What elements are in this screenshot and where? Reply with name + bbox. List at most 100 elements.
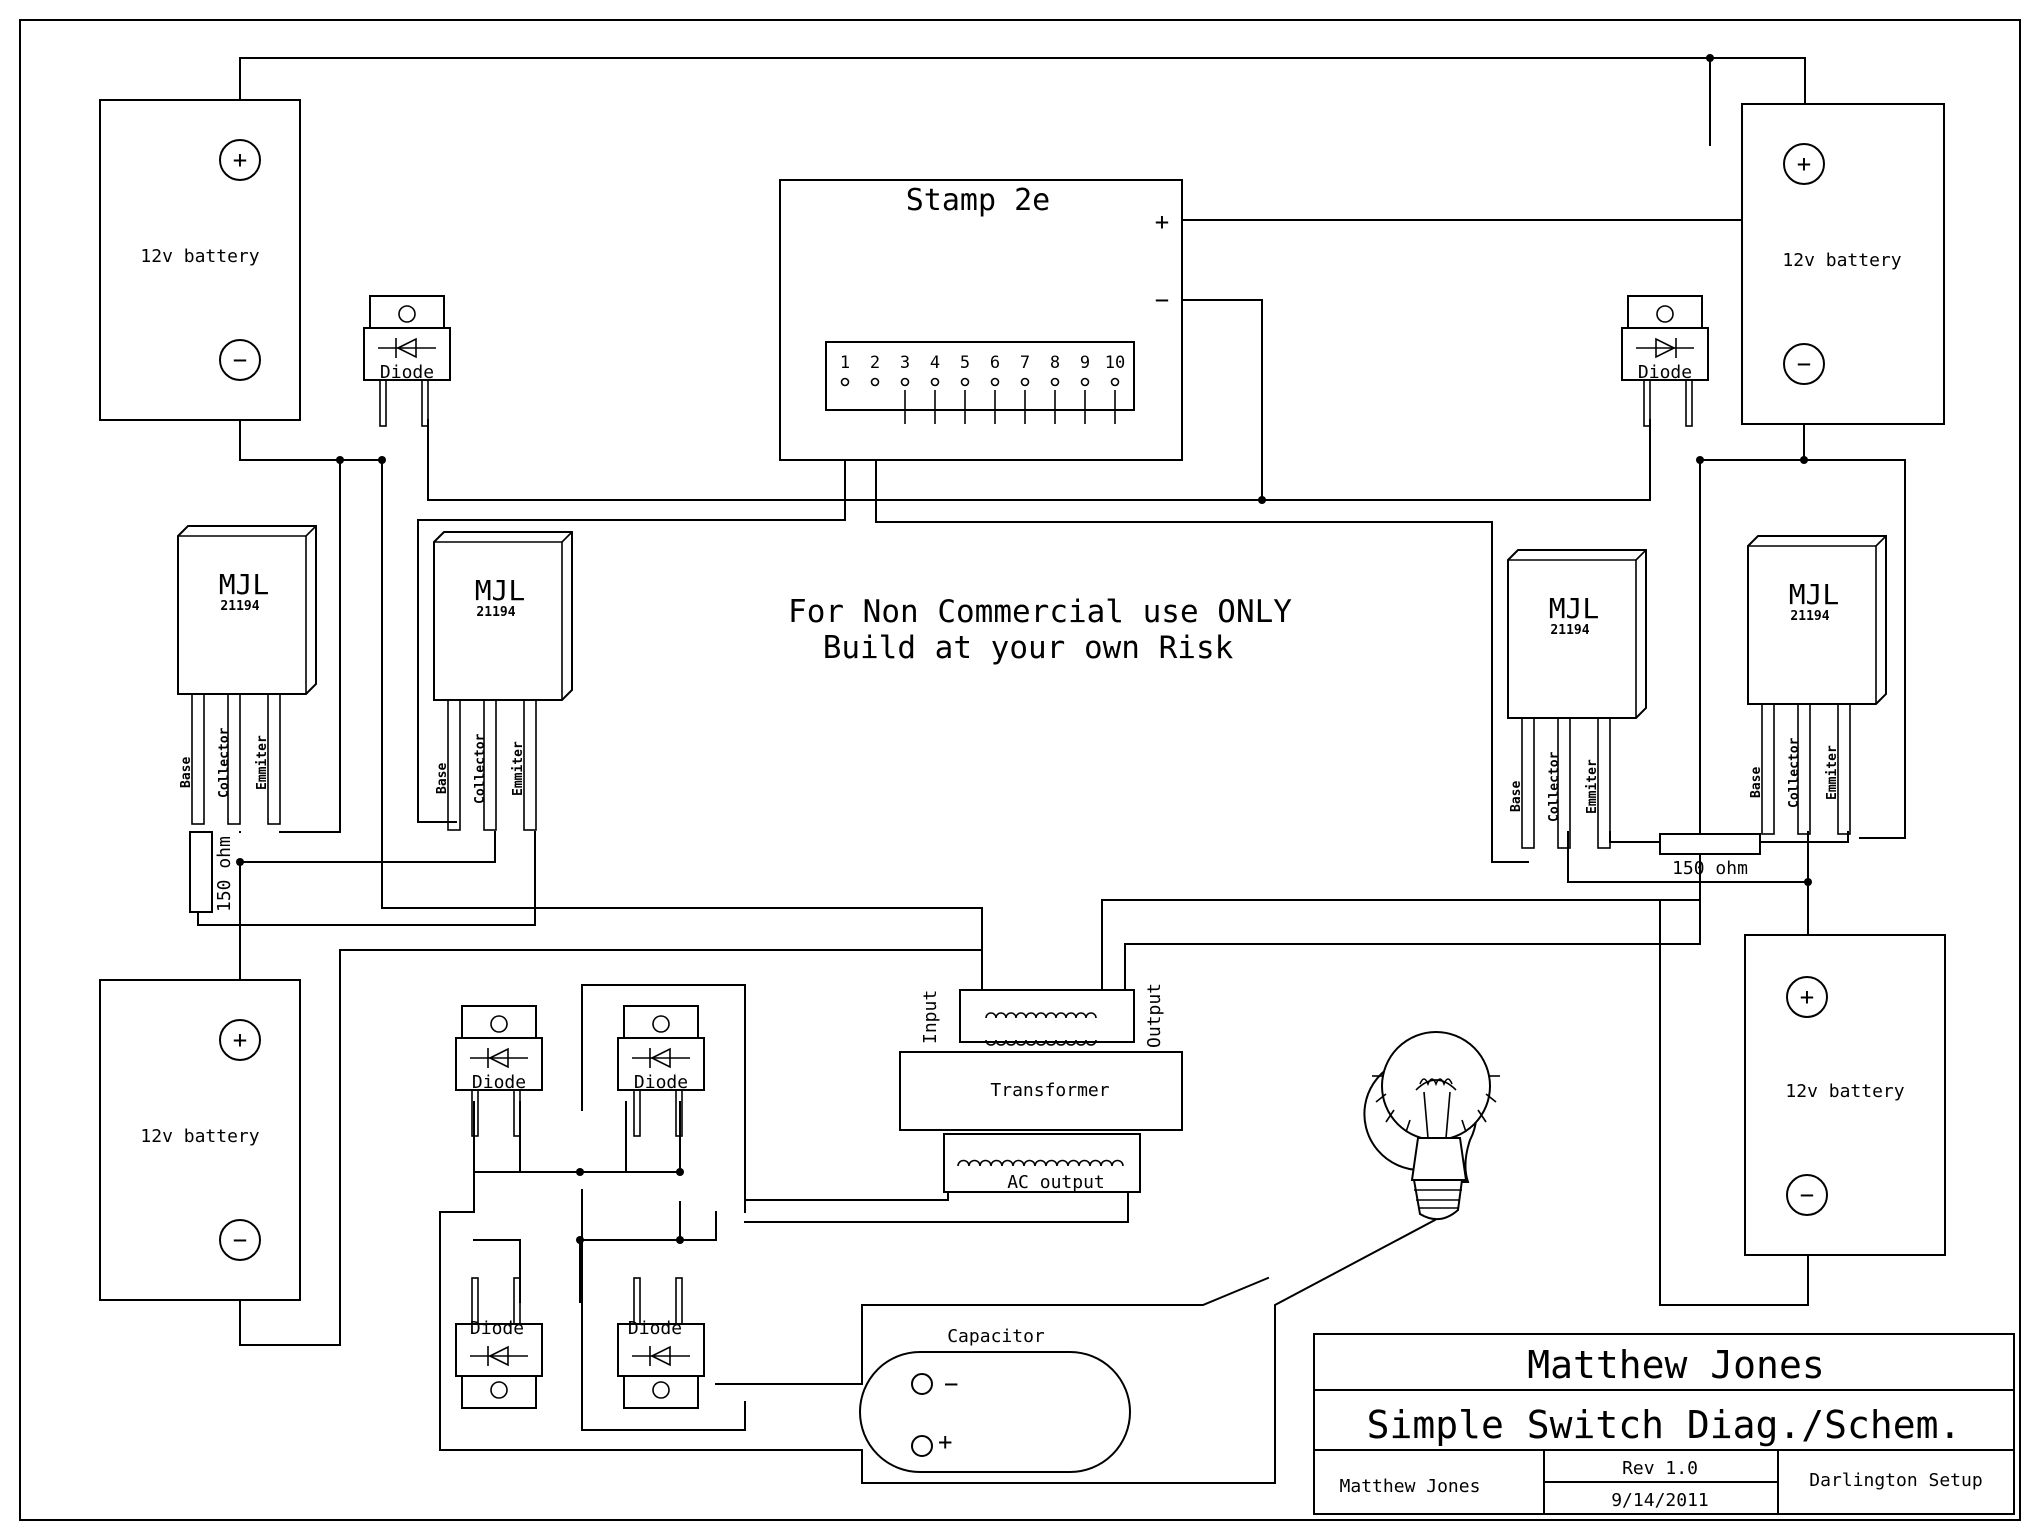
transistor-part: 21194 xyxy=(220,599,259,614)
svg-text:−: − xyxy=(233,1226,247,1254)
resistor-label: 150 ohm xyxy=(1672,858,1748,879)
stamp-pin-number: 4 xyxy=(930,353,940,373)
stamp-pin-number: 9 xyxy=(1080,353,1090,373)
transistor-name: MJL xyxy=(475,574,526,607)
transistor-3: MJL 21194 Base Collector Emmiter xyxy=(1507,549,1647,849)
battery-bottom-right: 12v battery + − xyxy=(1744,934,1946,1256)
collector-label: Collector xyxy=(473,733,488,804)
transistor-part: 21194 xyxy=(1790,609,1829,624)
emitter-label: Emmiter xyxy=(1825,745,1840,800)
input-label: Input xyxy=(920,990,941,1044)
emitter-label: Emmiter xyxy=(255,735,270,790)
diode-top-right: Diode xyxy=(1621,295,1709,427)
title-author: Matthew Jones xyxy=(1527,1343,1824,1387)
bridge-diode-1: Diode xyxy=(455,1005,543,1137)
capacitor-minus-terminal-icon xyxy=(911,1373,933,1395)
emitter-label: Emmiter xyxy=(1585,759,1600,814)
emitter-label: Emmiter xyxy=(511,741,526,796)
diode-label: Diode xyxy=(634,1072,688,1093)
transistor-name: MJL xyxy=(219,568,270,601)
revision-date: 9/14/2011 xyxy=(1611,1490,1709,1511)
stamp-pin xyxy=(840,377,850,387)
minus-terminal-icon xyxy=(1783,343,1825,385)
plus-terminal-icon xyxy=(219,139,261,181)
battery-top-right: 12v battery + − xyxy=(1740,102,1946,426)
transistor-name: MJL xyxy=(1549,592,1600,625)
plus-terminal-icon xyxy=(219,1019,261,1061)
transistor-2: MJL 21194 Base Collector Emmiter xyxy=(433,531,573,831)
plus-terminal-icon xyxy=(1783,143,1825,185)
bridge-diode-2: Diode xyxy=(617,1005,705,1137)
svg-text:−: − xyxy=(1797,350,1811,378)
capacitor-plus-terminal-icon xyxy=(911,1435,933,1457)
light-bulb-icon xyxy=(1363,1031,1500,1221)
minus-terminal-icon xyxy=(219,339,261,381)
notice-line-1: For Non Commercial use ONLY xyxy=(788,594,1292,630)
stamp-title: Stamp 2e xyxy=(906,183,1051,218)
svg-text:+: + xyxy=(1800,983,1814,1011)
capacitor-label: Capacitor xyxy=(947,1326,1045,1347)
transistor-part: 21194 xyxy=(476,605,515,620)
base-label: Base xyxy=(179,757,194,788)
transformer-label: Transformer xyxy=(990,1080,1109,1101)
transformer: Transformer Input Output AC output xyxy=(899,983,1183,1193)
setup-name: Darlington Setup xyxy=(1809,1470,1982,1491)
stamp-pin-number: 3 xyxy=(900,353,910,373)
diode-label: Diode xyxy=(1638,362,1692,383)
capacitor-plus-label: + xyxy=(938,1428,952,1456)
battery-top-left: 12v battery + − xyxy=(99,99,301,421)
base-label: Base xyxy=(1509,781,1524,812)
battery-label: 12v battery xyxy=(1782,250,1901,271)
stamp-pin xyxy=(1050,377,1060,387)
primary-coil-icon xyxy=(985,1012,1097,1046)
capacitor: Capacitor − + xyxy=(859,1326,1131,1473)
stamp-pin-number: 1 xyxy=(840,353,850,373)
capacitor-minus-label: − xyxy=(944,1370,958,1398)
notice: For Non Commercial use ONLY Build at you… xyxy=(788,594,1292,666)
resistor-left: 150 ohm xyxy=(189,831,235,913)
revision: Rev 1.0 xyxy=(1622,1458,1698,1479)
collector-label: Collector xyxy=(1787,737,1802,808)
battery-bottom-left: 12v battery + − xyxy=(99,979,301,1301)
diode-label: Diode xyxy=(472,1072,526,1093)
stamp-pin xyxy=(930,377,940,387)
stamp-pin xyxy=(1110,377,1120,387)
diode-label: Diode xyxy=(380,362,434,383)
svg-text:−: − xyxy=(1800,1181,1814,1209)
diode-top-left: Diode xyxy=(363,295,451,427)
stamp-pin-number: 6 xyxy=(990,353,1000,373)
stamp-plus-label: + xyxy=(1155,208,1169,236)
secondary-coil-icon xyxy=(957,1159,1124,1167)
svg-text:−: − xyxy=(233,346,247,374)
base-label: Base xyxy=(1749,767,1764,798)
plus-terminal-icon xyxy=(1786,976,1828,1018)
stamp-pin xyxy=(1080,377,1090,387)
output-label: Output xyxy=(1144,983,1165,1048)
battery-label: 12v battery xyxy=(1785,1081,1904,1102)
bridge-diode-4 xyxy=(617,1277,705,1409)
stamp-pin xyxy=(1020,377,1030,387)
stamp-pin xyxy=(870,377,880,387)
base-label: Base xyxy=(435,763,450,794)
stamp-pin-number: 5 xyxy=(960,353,970,373)
resistor-label: 150 ohm xyxy=(214,836,235,912)
battery-label: 12v battery xyxy=(140,1126,259,1147)
stamp-pin xyxy=(990,377,1000,387)
stamp-minus-label: − xyxy=(1155,286,1169,314)
transistor-name: MJL xyxy=(1789,578,1840,611)
title-text: Simple Switch Diag./Schem. xyxy=(1367,1403,1962,1447)
stamp-pin-number: 2 xyxy=(870,353,880,373)
stamp-pin-number: 8 xyxy=(1050,353,1060,373)
svg-text:+: + xyxy=(233,1026,247,1054)
minus-terminal-icon xyxy=(219,1219,261,1261)
transistor-1: MJL 21194 Base Collector Emmiter xyxy=(177,525,317,825)
bridge-diode-3 xyxy=(455,1277,543,1409)
collector-label: Collector xyxy=(1547,751,1562,822)
ac-output-label: AC output xyxy=(1007,1172,1105,1193)
minus-terminal-icon xyxy=(1786,1174,1828,1216)
stamp-pin xyxy=(960,377,970,387)
bridge-diode-4-label: Diode xyxy=(628,1318,682,1339)
